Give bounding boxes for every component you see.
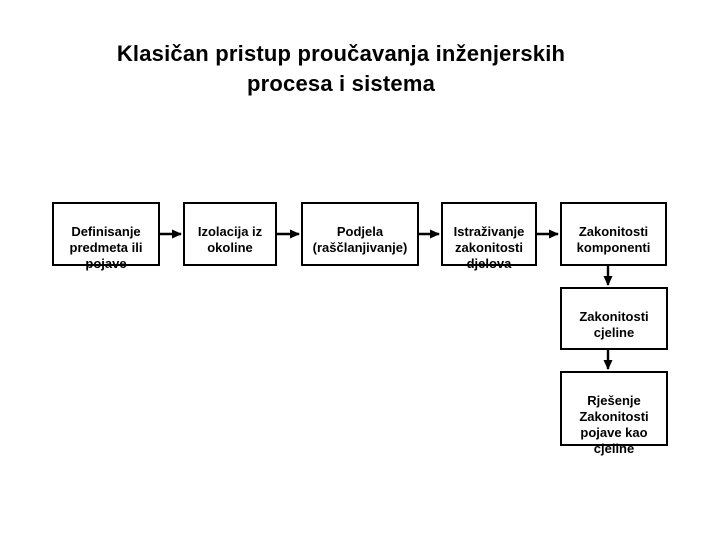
- flow-box-izolacija-label: Izolacija iz okoline: [197, 224, 263, 255]
- flow-box-istrazivanje-label: Istraživanje zakonitosti djelova: [453, 224, 525, 271]
- flow-box-istrazivanje: Istraživanje zakonitosti djelova: [441, 202, 537, 271]
- flow-box-zakonitosti-komponenti: Zakonitosti komponenti: [560, 202, 667, 266]
- flow-box-zakonitosti-cjeline-label: Zakonitosti cjeline: [579, 309, 649, 340]
- flow-box-zakonitosti-cjeline: Zakonitosti cjeline: [560, 287, 668, 350]
- flow-box-podjela: Podjela (raščlanjivanje): [301, 202, 419, 266]
- slide-title-line1: Klasičan pristup proučavanja inženjerski…: [116, 41, 566, 66]
- flow-box-zakonitosti-komponenti-label: Zakonitosti komponenti: [576, 224, 651, 255]
- flow-box-rjesenje-label: Rješenje Zakonitosti pojave kao cjeline: [579, 393, 649, 456]
- flow-box-izolacija: Izolacija iz okoline: [183, 202, 277, 266]
- flow-box-rjesenje: Rješenje Zakonitosti pojave kao cjeline: [560, 371, 668, 456]
- slide-title-line2: procesa i sistema: [246, 71, 436, 96]
- flow-box-definisanje: Definisanje predmeta ili pojave: [52, 202, 160, 271]
- flow-box-definisanje-label: Definisanje predmeta ili pojave: [69, 224, 143, 271]
- slide-title: Klasičan pristup proučavanja inženjerski…: [21, 39, 661, 99]
- flow-box-podjela-label: Podjela (raščlanjivanje): [312, 224, 408, 255]
